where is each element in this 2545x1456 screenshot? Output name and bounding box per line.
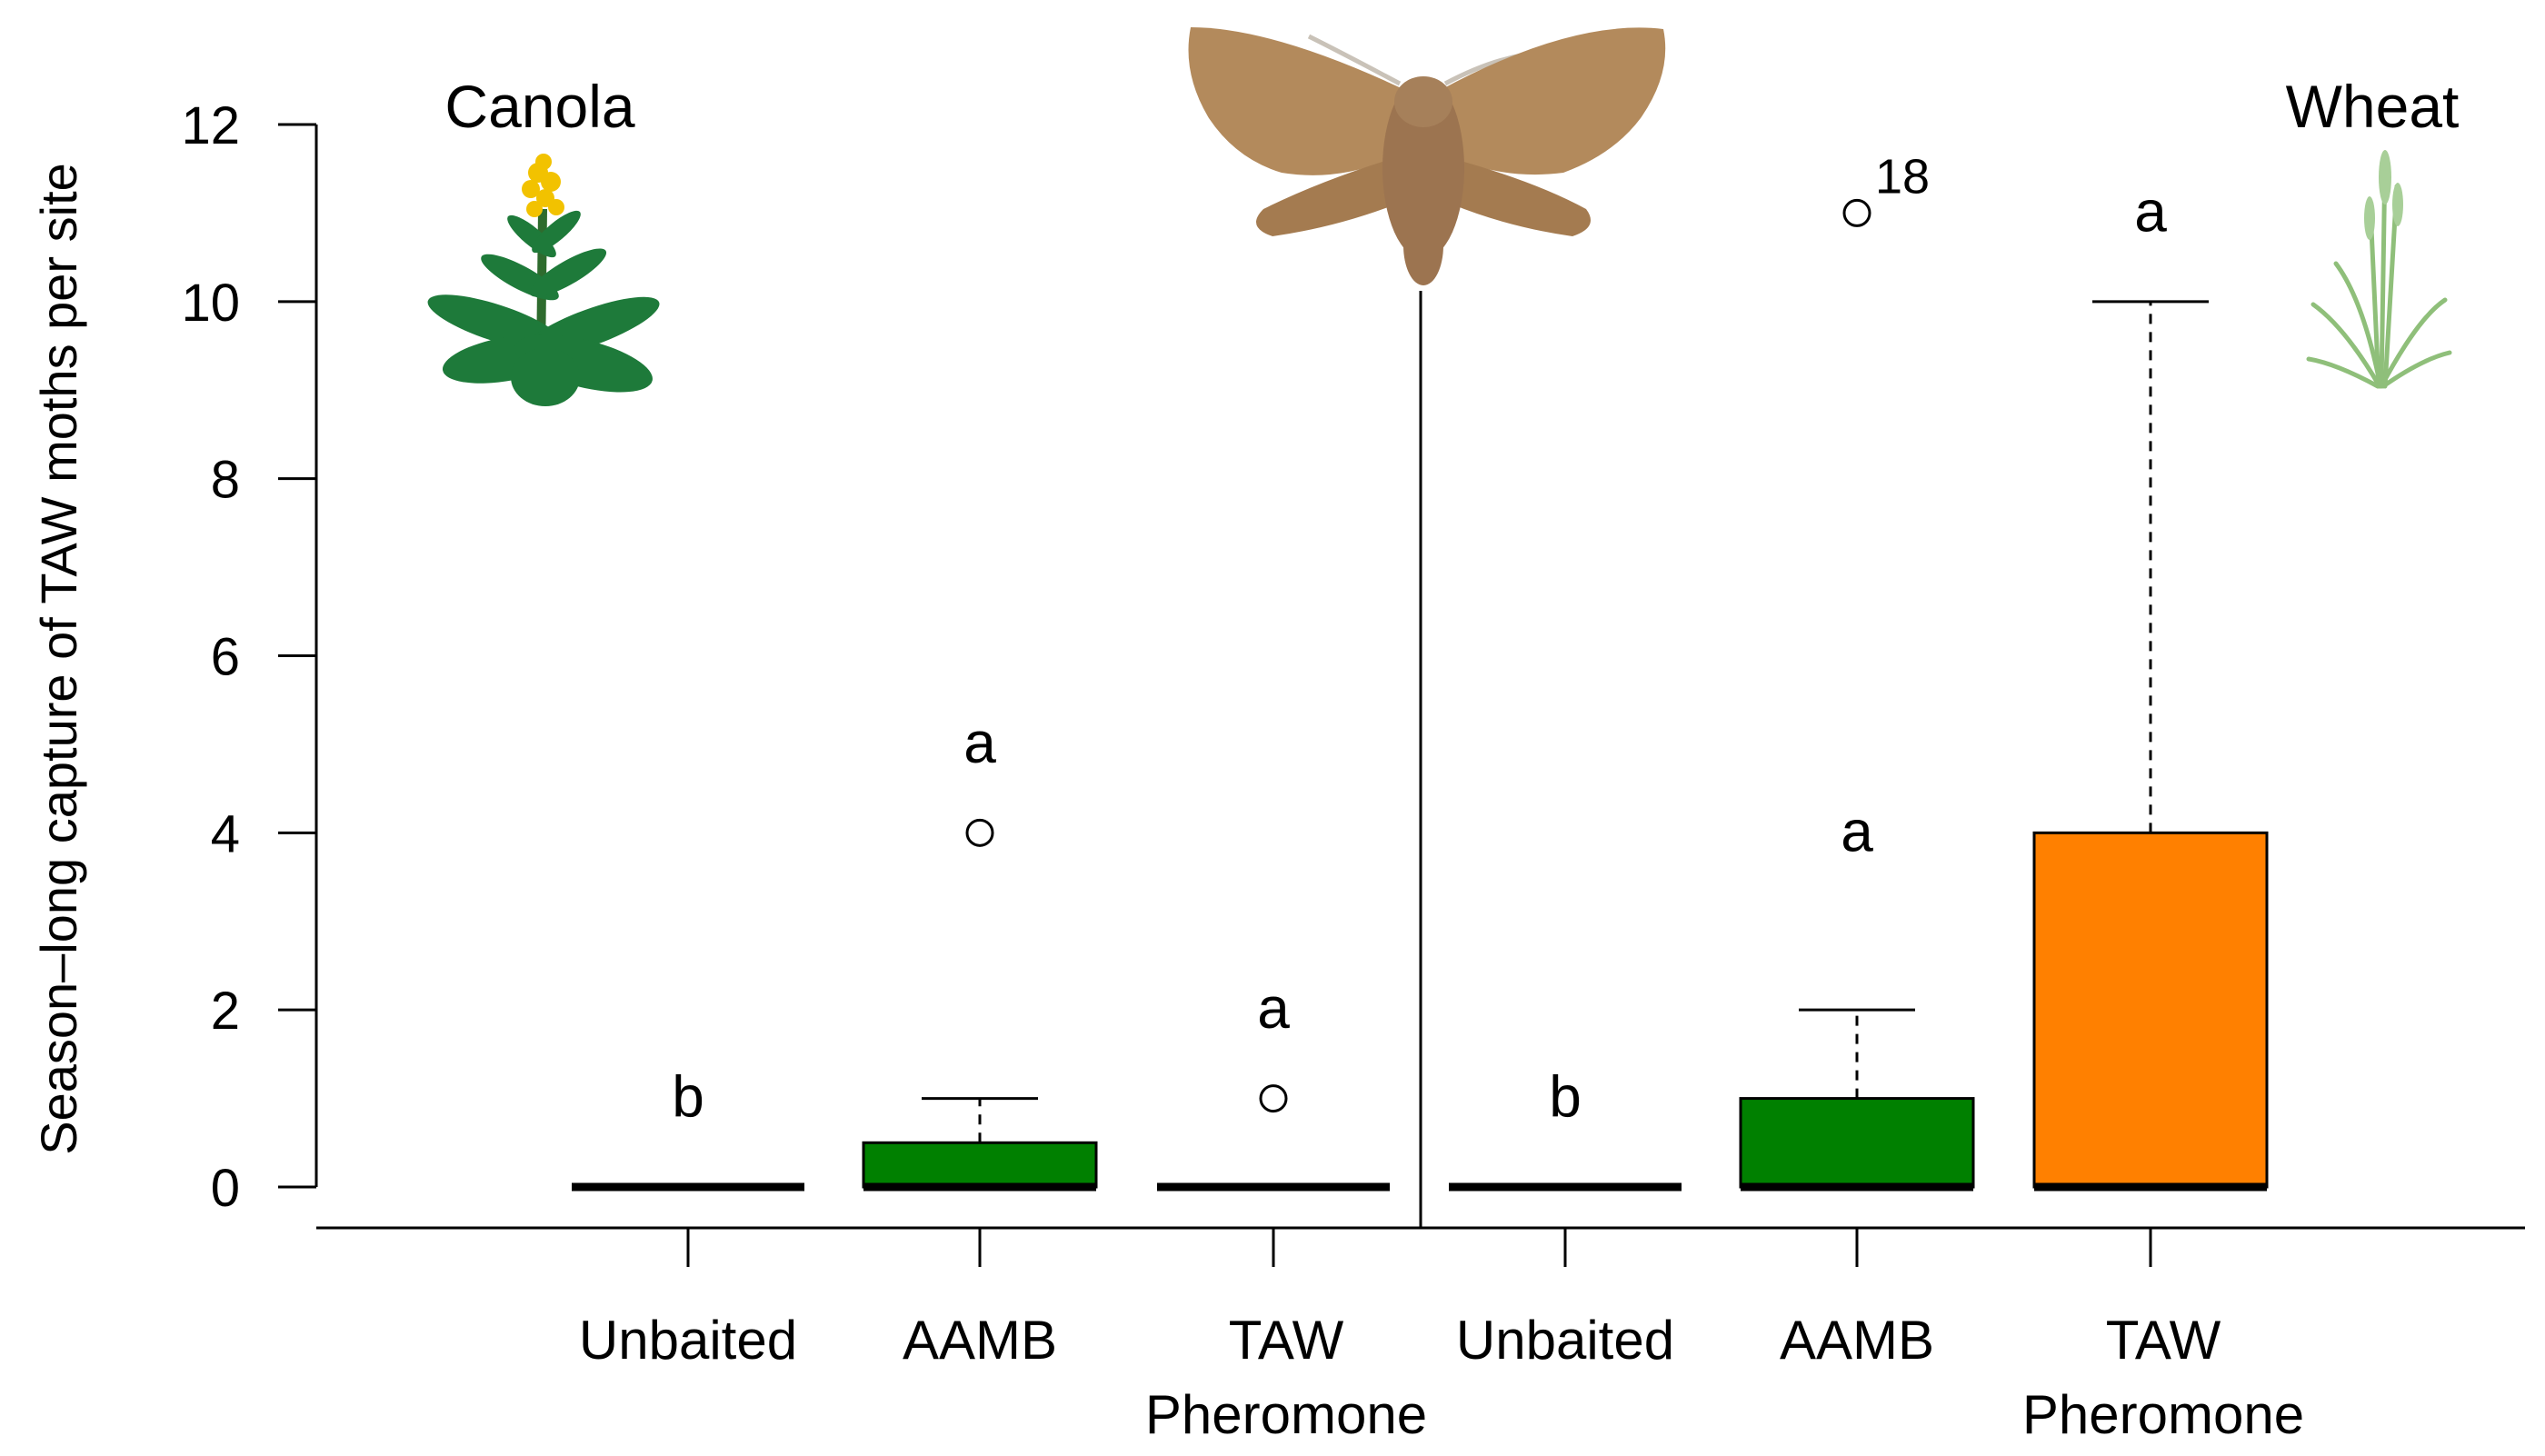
box-group: TAW Pheromone a	[1145, 975, 1427, 1445]
y-tick-label: 8	[211, 451, 240, 510]
x-tick-label: Unbaited	[1456, 1310, 1674, 1371]
x-tick-label: Pheromone	[1145, 1384, 1427, 1445]
y-tick-label: 12	[181, 96, 240, 155]
y-tick-label: 10	[181, 274, 240, 333]
canola-plant-icon	[427, 154, 660, 406]
x-tick-label: Unbaited	[579, 1310, 797, 1371]
panel-label-wheat: Wheat	[2286, 73, 2460, 140]
outlier-point	[965, 818, 994, 847]
box	[2032, 831, 2269, 1189]
box-group: Unbaited b	[1449, 1064, 1682, 1371]
significance-letter: b	[1549, 1064, 1582, 1130]
x-tick-label: TAW	[1229, 1310, 1344, 1371]
outlier-label: 18	[1875, 149, 1930, 204]
x-tick-label: AAMB	[1780, 1310, 1934, 1371]
box	[1739, 1097, 1975, 1189]
y-ticks: 0 2 4 6 8 10 12	[181, 96, 316, 1218]
y-tick-label: 2	[211, 982, 240, 1041]
y-tick-label: 6	[211, 628, 240, 687]
x-tick-label: TAW	[2106, 1310, 2221, 1371]
x-tick-label: Pheromone	[2022, 1384, 2304, 1445]
panel-label-canola: Canola	[444, 73, 634, 140]
box	[862, 1141, 1098, 1189]
wheat-plant-icon	[2306, 150, 2452, 389]
significance-letter: a	[963, 710, 996, 775]
box-group: Unbaited b	[572, 1064, 804, 1371]
box-group: AAMB 18 a	[1739, 149, 1975, 1371]
significance-letter: a	[2134, 178, 2167, 244]
box-group: AAMB a	[862, 710, 1098, 1371]
y-tick-label: 4	[211, 804, 240, 863]
y-axis-label: Season–long capture of TAW moths per sit…	[30, 163, 87, 1155]
y-tick-label: 0	[211, 1159, 240, 1218]
significance-letter: a	[1841, 798, 1873, 863]
box-group: TAW Pheromone a	[2022, 178, 2304, 1445]
y-axis: 0 2 4 6 8 10 12	[181, 96, 318, 1218]
outlier-point	[1259, 1084, 1288, 1113]
outlier-point	[1842, 198, 1871, 227]
plot-area: UnbaitedbAAMBaTAWPheromoneaUnbaitedbAAMB…	[572, 149, 2304, 1445]
x-tick-label: AAMB	[903, 1310, 1057, 1371]
moth-icon	[1188, 27, 1666, 285]
significance-letter: a	[1257, 975, 1290, 1041]
significance-letter: b	[672, 1064, 704, 1130]
